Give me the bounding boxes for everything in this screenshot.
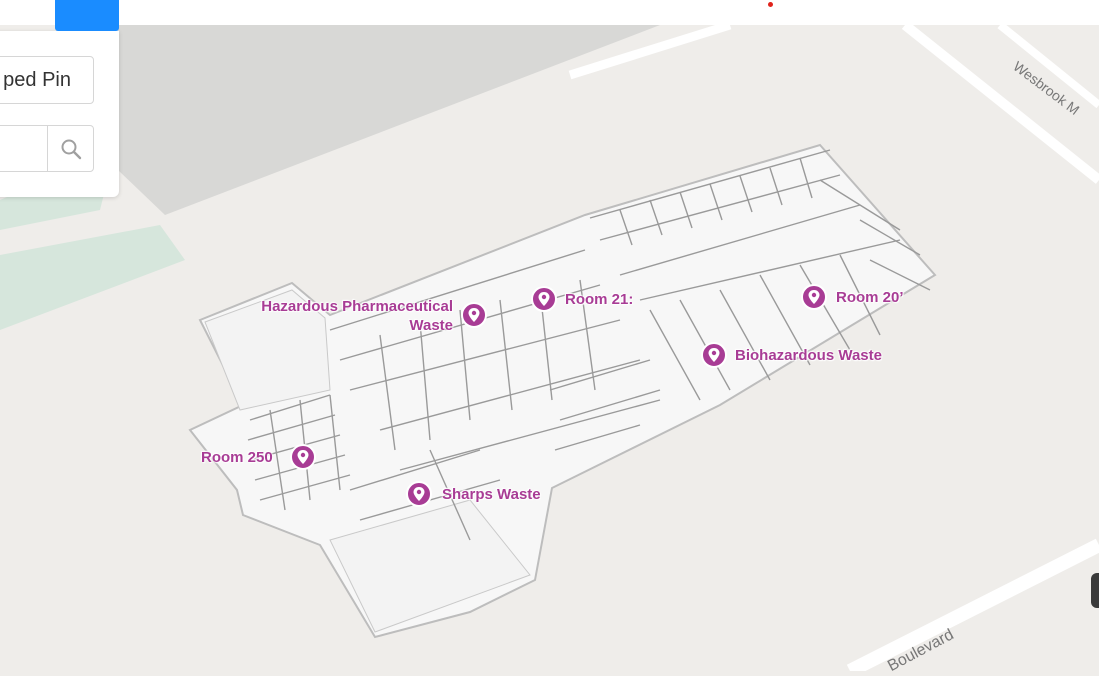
park-area [0,225,185,330]
road [846,538,1099,671]
road [901,21,1099,184]
dropped-pin-label: ped Pin [3,68,71,91]
map-pin-icon[interactable] [531,286,557,312]
search-panel: ped Pin [0,31,119,197]
map-pin-icon[interactable] [406,481,432,507]
road [568,20,732,80]
building-block [118,25,660,215]
pin-label-room-201: Room 20’ [836,289,904,306]
search-button[interactable] [47,125,94,172]
map-control-button[interactable] [1091,573,1099,608]
search-icon [61,139,81,159]
dropped-pin-button[interactable]: ped Pin [0,56,94,104]
road [997,21,1099,109]
top-bar [0,0,1099,25]
map-pin-icon[interactable] [801,284,827,310]
floor-plan [188,143,937,639]
map-pin-icon[interactable] [461,302,487,328]
active-tab-indicator[interactable] [55,0,119,31]
status-dot [768,2,773,7]
map-pin-icon[interactable] [290,444,316,470]
pin-label-room-250: Room 250 [201,449,273,466]
pin-label-room-211: Room 21: [565,291,634,308]
search-input[interactable] [0,125,47,172]
map-pin-icon[interactable] [701,342,727,368]
pin-label-sharps-waste: Sharps Waste [442,486,541,503]
pin-label-biohazardous-waste: Biohazardous Waste [735,347,882,364]
